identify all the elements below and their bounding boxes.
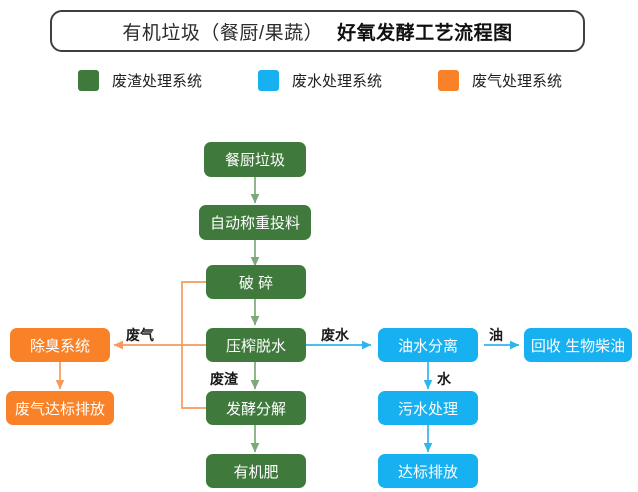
edge-label-oil: 油 — [489, 327, 503, 343]
legend-label-waste-water: 废水处理系统 — [292, 73, 383, 90]
node-recover-biodiesel[interactable]: 回收 生物柴油 — [524, 328, 632, 362]
legend-label-waste-gas: 废气处理系统 — [472, 73, 563, 90]
diagram-title-main: 有机垃圾（餐厨/果蔬） — [122, 22, 324, 44]
node-gas-standard-emit[interactable]: 废气达标排放 — [6, 391, 114, 425]
legend-swatch-orange-icon — [438, 70, 459, 91]
node-standard-discharge[interactable]: 达标排放 — [378, 454, 478, 488]
node-deodor-system[interactable]: 除臭系统 — [10, 328, 110, 362]
legend-item-waste-residue: 废渣处理系统 — [78, 70, 202, 91]
legend-swatch-blue-icon — [258, 70, 279, 91]
edge-gas-trunk — [181, 281, 206, 409]
legend-item-waste-water: 废水处理系统 — [258, 70, 382, 91]
node-kitchen-waste[interactable]: 餐厨垃圾 — [204, 142, 306, 177]
node-sewage-treatment[interactable]: 污水处理 — [378, 391, 478, 425]
diagram-title-box: 有机垃圾（餐厨/果蔬） 好氧发酵工艺流程图 — [50, 10, 585, 52]
node-organic-fertilizer[interactable]: 有机肥 — [206, 454, 306, 488]
legend: 废渣处理系统 废水处理系统 废气处理系统 — [0, 64, 638, 98]
node-ferment-decompose[interactable]: 发酵分解 — [206, 391, 306, 425]
node-oil-water-separate[interactable]: 油水分离 — [378, 328, 478, 362]
edge-label-waste-gas: 废气 — [126, 327, 154, 343]
node-press-dewater[interactable]: 压榨脱水 — [206, 328, 306, 362]
edge-label-waste-residue: 废渣 — [210, 371, 238, 387]
edge-label-water: 水 — [437, 371, 451, 387]
edge-label-waste-water: 废水 — [321, 327, 349, 343]
legend-label-waste-residue: 废渣处理系统 — [112, 73, 203, 90]
legend-swatch-green-icon — [78, 70, 99, 91]
node-crush[interactable]: 破 碎 — [206, 265, 306, 299]
diagram-title-sub: 好氧发酵工艺流程图 — [337, 22, 513, 44]
node-auto-weigh-feed[interactable]: 自动称重投料 — [199, 205, 311, 240]
legend-item-waste-gas: 废气处理系统 — [438, 70, 562, 91]
